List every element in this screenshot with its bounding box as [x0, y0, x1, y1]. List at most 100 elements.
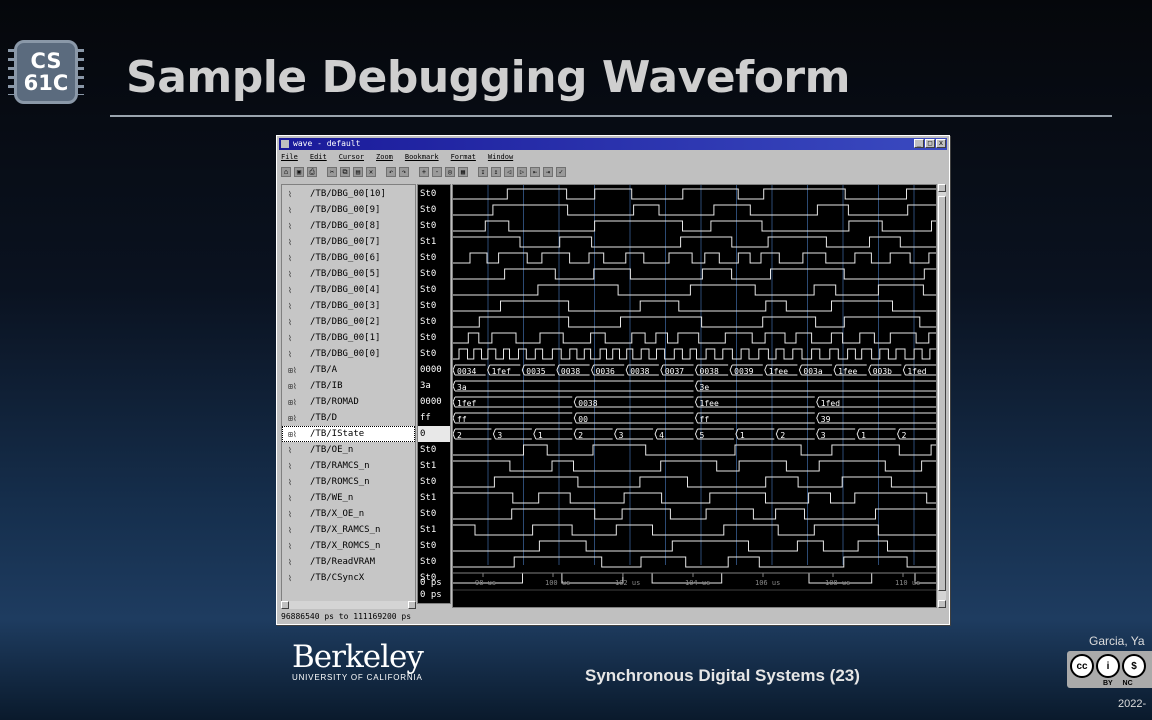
zoom-full-icon[interactable]: ◎ [445, 167, 455, 177]
signal-icon[interactable]: ⌇ [288, 286, 292, 295]
bus-icon[interactable]: ⊞⌇ [288, 366, 297, 375]
cursor-del-icon[interactable]: ↥ [491, 167, 501, 177]
signal-icon[interactable]: ⌇ [288, 222, 292, 231]
menu-bookmark[interactable]: Bookmark [404, 153, 439, 161]
scroll-thumb[interactable] [938, 196, 946, 591]
signal-row[interactable]: ⊞⌇/TB/IState [282, 426, 415, 442]
delete-icon[interactable]: ✕ [366, 167, 376, 177]
signal-row[interactable]: ⌇/TB/CSyncX [282, 570, 415, 586]
signal-icon[interactable]: ⌇ [288, 526, 292, 535]
signal-icon[interactable]: ⌇ [288, 558, 292, 567]
menu-format[interactable]: Format [450, 153, 476, 161]
bus-label: 3 [821, 431, 826, 440]
signal-row[interactable]: ⌇/TB/DBG_00[6] [282, 250, 415, 266]
signal-row[interactable]: ⊞⌇/TB/D [282, 410, 415, 426]
signal-row[interactable]: ⌇/TB/ROMCS_n [282, 474, 415, 490]
cut-icon[interactable]: ✂ [327, 167, 337, 177]
open-icon[interactable]: ⌂ [281, 167, 291, 177]
maximize-button[interactable]: □ [925, 139, 935, 148]
menu-file[interactable]: File [281, 153, 298, 161]
signal-row[interactable]: ⌇/TB/DBG_00[8] [282, 218, 415, 234]
signal-row[interactable]: ⌇ /TB/RAMCS_n [282, 458, 415, 474]
signal-name: /TB/RAMCS_n [310, 461, 370, 471]
edge-prev-icon[interactable]: ⇤ [530, 167, 540, 177]
signal-row[interactable]: ⊞⌇/TB/IB [282, 378, 415, 394]
signal-row[interactable]: ⊞⌇/TB/A [282, 362, 415, 378]
bus-icon[interactable]: ⊞⌇ [288, 414, 297, 423]
menu-window[interactable]: Window [487, 153, 514, 161]
undo-icon[interactable]: ↶ [386, 167, 396, 177]
edge-next-icon[interactable]: ⇥ [543, 167, 553, 177]
signal-icon[interactable]: ⌇ [288, 542, 292, 551]
signal-value: St0 [420, 509, 437, 519]
signal-icon[interactable]: ⌇ [288, 206, 292, 215]
signal-icon[interactable]: ⌇ [288, 462, 292, 471]
scroll-right-button[interactable] [408, 601, 416, 609]
signal-icon[interactable]: ⌇ [288, 238, 292, 247]
signal-icon[interactable]: ⌇ [288, 510, 292, 519]
signal-icon[interactable]: ⌇ [288, 574, 292, 583]
signal-icon[interactable]: ⌇ [288, 478, 292, 487]
paste-icon[interactable]: ▤ [353, 167, 363, 177]
print-icon[interactable]: ⎙ [307, 167, 317, 177]
signal-row[interactable]: ⌇/TB/DBG_00[7] [282, 234, 415, 250]
zoom-out-icon[interactable]: - [432, 167, 442, 177]
zoom-in-icon[interactable]: + [419, 167, 429, 177]
bus-segment [729, 364, 763, 376]
horizontal-scrollbar[interactable] [281, 601, 416, 609]
signal-row[interactable]: ⌇/TB/DBG_00[3] [282, 298, 415, 314]
nc-icon: $ [1122, 654, 1146, 678]
scroll-up-button[interactable] [938, 184, 946, 192]
find-prev-icon[interactable]: ◁ [504, 167, 514, 177]
copy-icon[interactable]: ⧉ [340, 167, 350, 177]
signal-row[interactable]: ⊞⌇/TB/ROMAD [282, 394, 415, 410]
signal-row[interactable]: ⌇/TB/X_ROMCS_n [282, 538, 415, 554]
signal-icon[interactable]: ⌇ [288, 190, 292, 199]
find-next-icon[interactable]: ▷ [517, 167, 527, 177]
cursor-add-icon[interactable]: ↧ [478, 167, 488, 177]
bus-icon[interactable]: ⊞⌇ [288, 382, 297, 391]
close-button[interactable]: x [936, 139, 946, 148]
time-label: 100 us [545, 579, 570, 587]
signal-icon[interactable]: ⌇ [288, 302, 292, 311]
minimize-button[interactable]: _ [914, 139, 924, 148]
signal-row[interactable]: ⌇/TB/OE_n [282, 442, 415, 458]
signal-icon[interactable]: ⌇ [288, 350, 292, 359]
signal-row[interactable]: ⌇/TB/X_RAMCS_n [282, 522, 415, 538]
signal-row[interactable]: ⌇/TB/WE_n [282, 490, 415, 506]
signal-icon[interactable]: ⌇ [288, 318, 292, 327]
signal-row[interactable]: ⌇/TB/DBG_00[10] [282, 186, 415, 202]
signal-icon[interactable]: ⌇ [288, 446, 292, 455]
menu-zoom[interactable]: Zoom [376, 153, 393, 161]
signal-row[interactable]: ⌇/TB/DBG_00[4] [282, 282, 415, 298]
signal-row[interactable]: ⌇/TB/DBG_00[0] [282, 346, 415, 362]
bus-icon[interactable]: ⊞⌇ [288, 398, 297, 407]
zoom-area-icon[interactable]: ▦ [458, 167, 468, 177]
menu-cursor[interactable]: Cursor [338, 153, 365, 161]
redo-icon[interactable]: ↷ [399, 167, 409, 177]
signal-row[interactable]: ⌇/TB/X_OE_n [282, 506, 415, 522]
scroll-left-button[interactable] [281, 601, 289, 609]
scroll-down-button[interactable] [938, 600, 946, 608]
waveform-trace [453, 236, 936, 248]
signal-row[interactable]: ⌇/TB/ReadVRAM [282, 554, 415, 570]
bus-label: 0039 [734, 367, 753, 376]
save-icon[interactable]: ▣ [294, 167, 304, 177]
logo-line2: 61C [23, 71, 69, 95]
menu-edit[interactable]: Edit [309, 153, 327, 161]
signal-row[interactable]: ⌇/TB/DBG_00[2] [282, 314, 415, 330]
signal-icon[interactable]: ⌇ [288, 254, 292, 263]
run-icon[interactable]: ✓ [556, 167, 566, 177]
signal-icon[interactable]: ⌇ [288, 494, 292, 503]
signal-icon[interactable]: ⌇ [288, 334, 292, 343]
signal-row[interactable]: ⌇/TB/DBG_00[1] [282, 330, 415, 346]
signal-row[interactable]: ⌇/TB/DBG_00[9] [282, 202, 415, 218]
signal-row[interactable]: ⌇/TB/DBG_00[5] [282, 266, 415, 282]
bus-segment [902, 364, 936, 376]
bus-label: 003a [803, 367, 822, 376]
vertical-scrollbar[interactable] [938, 184, 946, 608]
bus-icon[interactable]: ⊞⌇ [288, 430, 297, 439]
signal-icon[interactable]: ⌇ [288, 270, 292, 279]
